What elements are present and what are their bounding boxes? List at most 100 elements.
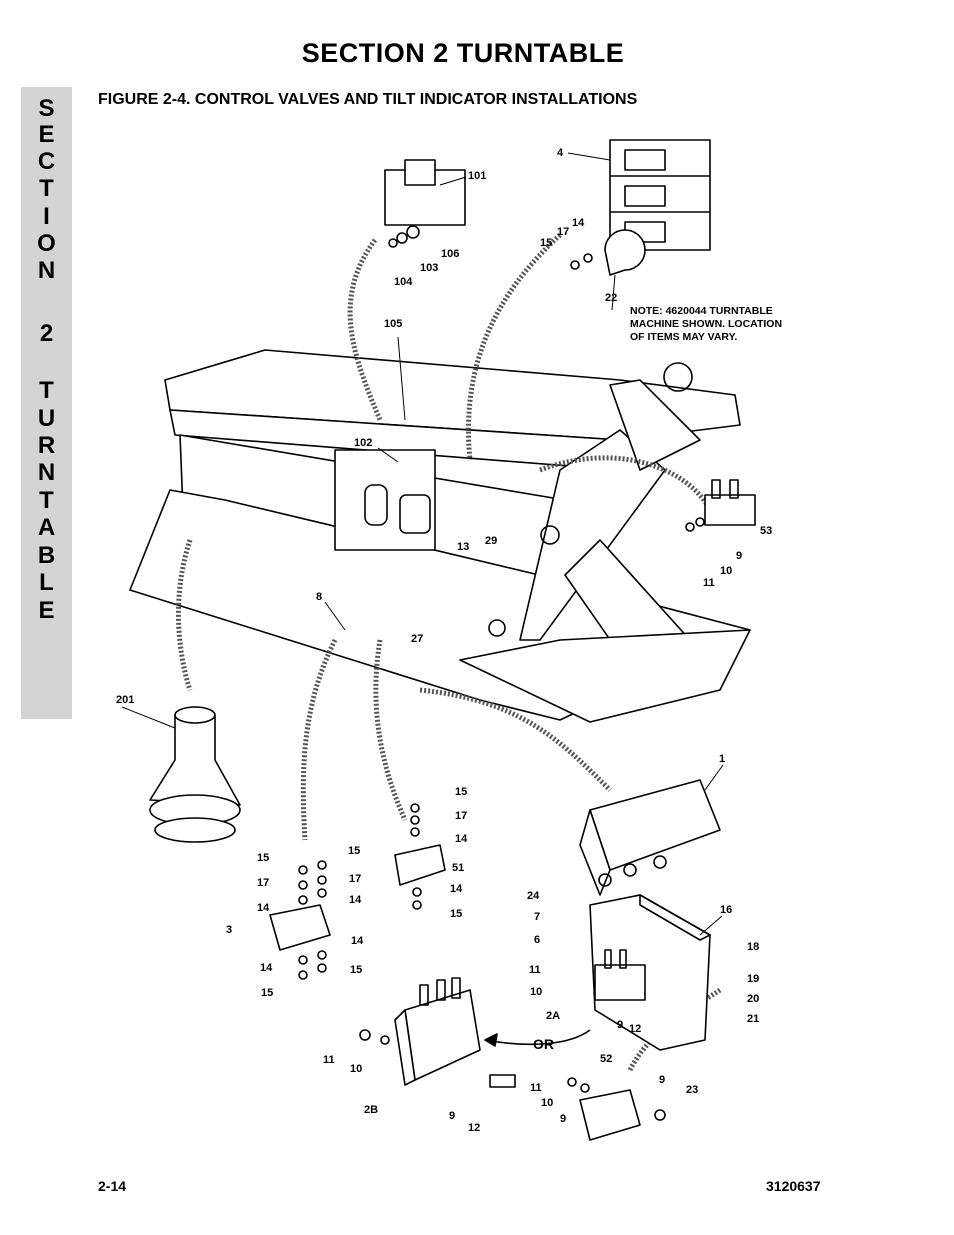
- callout-label: 11: [530, 1082, 542, 1094]
- callout-label: 12: [468, 1122, 481, 1134]
- callout-label: 17: [455, 810, 468, 822]
- callout-label: 10: [541, 1097, 554, 1109]
- valve-cover-16: [589, 894, 711, 1051]
- side-tab-letter: T: [39, 377, 54, 404]
- valve-2b: [359, 977, 516, 1088]
- callout-label: 53: [760, 525, 773, 537]
- callout-label: 14: [455, 833, 468, 845]
- callout-label: 19: [747, 973, 760, 985]
- callout-label: 20: [747, 993, 760, 1005]
- side-tab-letter: 2: [39, 320, 54, 347]
- callout-label: 2A: [546, 1010, 561, 1022]
- cable-runs: [176, 233, 722, 1072]
- callout-label: 9: [449, 1110, 456, 1122]
- callout-label: 24: [527, 890, 540, 902]
- callout-label: 17: [257, 877, 270, 889]
- turntable-frame: [129, 349, 751, 723]
- side-tab-letter: U: [37, 405, 56, 432]
- section-side-tab: S E C T I O N 2 T U R N T A B L E: [21, 87, 72, 719]
- callout-label: 29: [485, 535, 498, 547]
- side-tab-letter: I: [43, 203, 50, 230]
- figure-title: FIGURE 2-4. CONTROL VALVES AND TILT INDI…: [98, 91, 638, 108]
- callout-label: 10: [350, 1063, 363, 1075]
- callout-label: 15: [257, 852, 270, 864]
- valve-2a: [594, 949, 646, 1001]
- callout-label: 3: [226, 924, 233, 936]
- callout-label: 201: [116, 694, 135, 706]
- callout-label: 14: [349, 894, 362, 906]
- callout-label: 105: [384, 318, 403, 330]
- callout-label: 1: [719, 753, 726, 765]
- callout-label: 6: [534, 934, 541, 946]
- callout-label: 15: [540, 237, 553, 249]
- callout-label: 23: [686, 1084, 699, 1096]
- callout-label: 101: [468, 170, 487, 182]
- callout-label: 102: [354, 437, 373, 449]
- callout-label: 4: [557, 147, 564, 159]
- callout-label: 14: [450, 883, 463, 895]
- valve-52: [567, 1077, 666, 1141]
- control-valve-1: [579, 779, 721, 896]
- side-tab-letter: S: [38, 95, 55, 122]
- side-tab-letter: R: [37, 432, 56, 459]
- tilt-indicator-assembly: [384, 159, 466, 248]
- callout-label: 11: [323, 1054, 335, 1066]
- callout-label: 2B: [364, 1104, 379, 1116]
- callout-label: 104: [394, 276, 413, 288]
- side-tab-letter: N: [37, 459, 56, 486]
- callout-label: 15: [450, 908, 463, 920]
- or-arrow: [484, 1029, 591, 1047]
- switch-53: [685, 479, 756, 532]
- callout-label: 14: [572, 217, 585, 229]
- callout-label: 9: [560, 1113, 567, 1125]
- page-number: 2-14: [98, 1178, 127, 1194]
- callout-label: 103: [420, 262, 439, 274]
- switch-51: [394, 803, 446, 910]
- side-tab-letter: A: [37, 514, 56, 541]
- callout-label: 14: [257, 902, 270, 914]
- note-line: OF ITEMS MAY VARY.: [630, 331, 738, 343]
- callout-label: 15: [455, 786, 468, 798]
- side-tab-letter: B: [37, 542, 56, 569]
- rotary-coupling-201: [149, 706, 241, 843]
- side-tab-letter: E: [38, 121, 55, 148]
- callout-label: 10: [530, 986, 543, 998]
- callout-label: 17: [349, 873, 362, 885]
- callout-label: 12: [629, 1023, 642, 1035]
- side-tab-letter: E: [38, 597, 55, 624]
- side-tab-letter: C: [37, 148, 56, 175]
- side-tab-letter: N: [37, 257, 56, 284]
- callout-label: 13: [457, 541, 470, 553]
- side-tab-letter: L: [39, 569, 54, 596]
- callout-label: 7: [534, 911, 541, 923]
- callout-label: 15: [350, 964, 363, 976]
- indicator-switch-3: [269, 860, 331, 980]
- callout-label: 106: [441, 248, 460, 260]
- or-label: OR: [533, 1036, 554, 1052]
- callout-label: 27: [411, 633, 424, 645]
- callout-label: 15: [261, 987, 274, 999]
- figure-note: NOTE: 4620044 TURNTABLE MACHINE SHOWN. L…: [630, 305, 782, 344]
- callout-label: 9: [617, 1019, 624, 1031]
- callout-label: 11: [703, 577, 715, 589]
- page-title: SECTION 2 TURNTABLE: [301, 38, 625, 68]
- callout-label: 51: [452, 862, 465, 874]
- side-tab-letter: O: [37, 230, 56, 257]
- leader-lines: [121, 152, 724, 936]
- callout-label: 9: [659, 1074, 666, 1086]
- callout-label: 17: [557, 226, 570, 238]
- callout-label: 16: [720, 904, 733, 916]
- callout-label: 8: [316, 591, 323, 603]
- side-tab-letter: T: [39, 175, 54, 202]
- callout-label: 9: [736, 550, 743, 562]
- callout-label: 15: [348, 845, 361, 857]
- callout-label: 14: [260, 962, 273, 974]
- callout-label: 11: [529, 964, 541, 976]
- note-line: NOTE: 4620044 TURNTABLE: [630, 305, 773, 317]
- side-tab-letter: T: [39, 487, 54, 514]
- callout-label: 22: [605, 292, 618, 304]
- callout-label: 52: [600, 1053, 613, 1065]
- callout-label: 21: [747, 1013, 760, 1025]
- callout-label: 18: [747, 941, 760, 953]
- exploded-parts-drawing: [121, 139, 756, 1141]
